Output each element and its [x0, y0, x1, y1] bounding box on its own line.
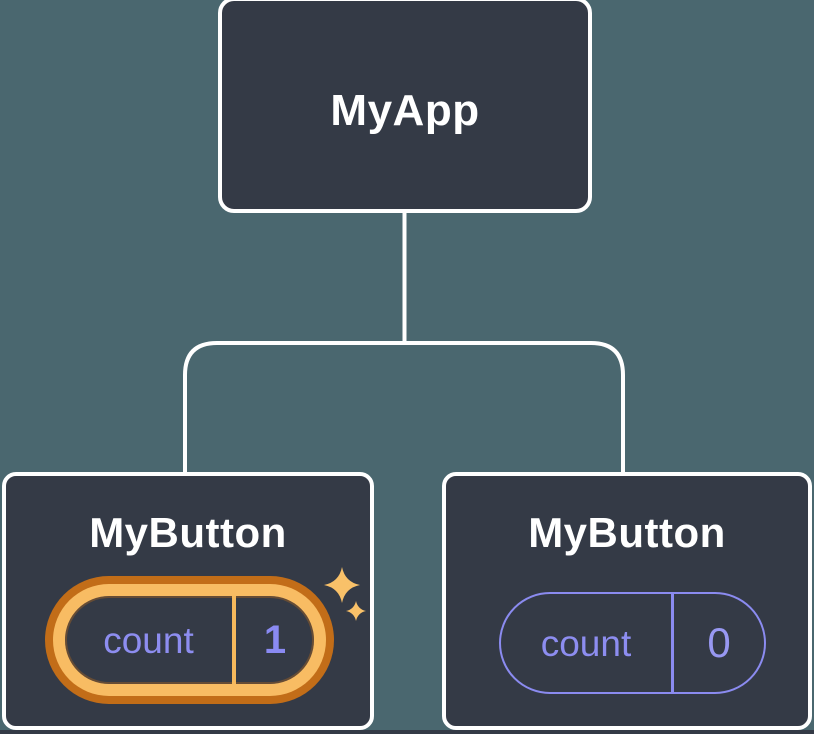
component-node-mybutton-1: MyButton count 1 [2, 472, 374, 730]
state-pill-highlighted: count 1 [45, 576, 334, 704]
component-node-mybutton-2: MyButton count 0 [442, 472, 812, 730]
state-value: 0 [707, 619, 731, 666]
state-pill-body: count 1 [65, 596, 314, 684]
connector-bracket [183, 341, 625, 474]
state-name-cell: count [65, 596, 232, 684]
state-pill-plain: count 0 [499, 592, 766, 694]
component-node-myapp: MyApp [218, 0, 592, 213]
component-label: MyButton [89, 509, 287, 556]
state-pill-divider [671, 594, 674, 692]
state-value-cell: 1 [236, 596, 314, 684]
state-value-cell: 0 [674, 594, 764, 692]
state-pill-ring: count 1 [53, 584, 326, 696]
component-label: MyButton [528, 509, 726, 556]
bottom-edge-bar [0, 730, 814, 734]
state-value: 1 [263, 618, 287, 662]
component-label: MyApp [330, 86, 480, 135]
state-name: count [103, 619, 194, 661]
state-name-cell: count [501, 594, 671, 692]
state-pill-divider [232, 596, 236, 684]
state-name: count [540, 622, 632, 664]
